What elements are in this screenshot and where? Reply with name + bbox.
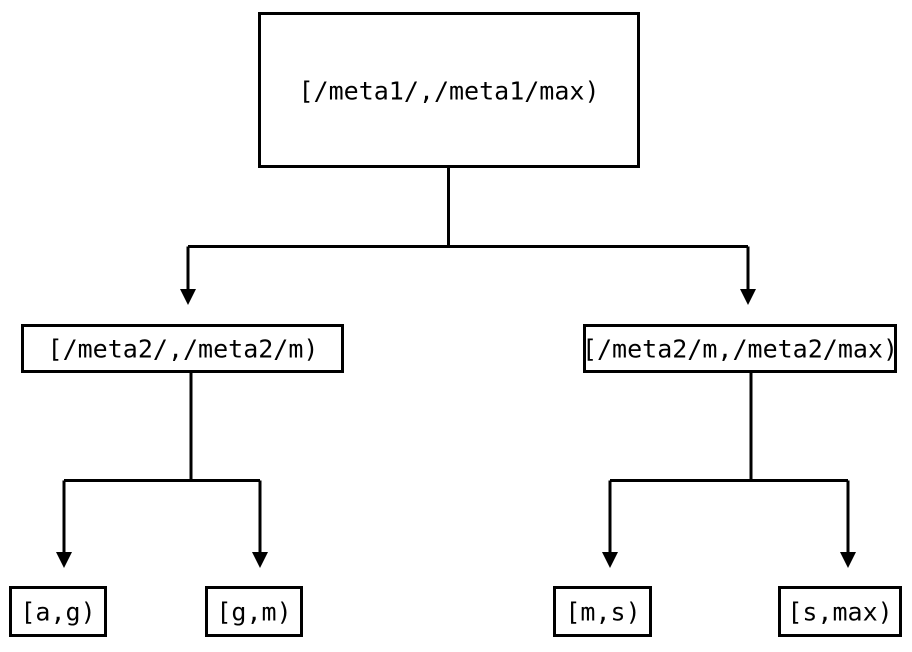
node-leaf-ag-label: [a,g) <box>20 598 95 627</box>
arrowhead-to-leaf-ag <box>56 552 72 568</box>
node-level2-left-label: [/meta2/,/meta2/m) <box>48 335 319 364</box>
node-root[interactable]: [/meta1/,/meta1/max) <box>258 12 640 168</box>
node-level2-right[interactable]: [/meta2/m,/meta2/max) <box>582 324 898 373</box>
node-leaf-gm-box[interactable] <box>205 586 303 637</box>
node-leaf-gm[interactable]: [g,m) <box>205 586 303 637</box>
arrowhead-to-leaf-gm <box>252 552 268 568</box>
arrowhead-root-to-level2-left <box>180 289 196 305</box>
arrowhead-root-to-level2-right <box>740 289 756 305</box>
arrowhead-to-leaf-ms <box>602 552 618 568</box>
node-leaf-smax-box[interactable] <box>778 586 902 637</box>
node-root-box[interactable] <box>258 12 640 168</box>
node-leaf-smax[interactable]: [s,max) <box>778 586 902 637</box>
node-root-label: [/meta1/,/meta1/max) <box>298 77 599 106</box>
node-level2-left[interactable]: [/meta2/,/meta2/m) <box>21 324 344 373</box>
node-leaf-gm-label: [g,m) <box>216 598 291 627</box>
node-level2-right-label: [/meta2/m,/meta2/max) <box>582 335 898 364</box>
node-leaf-ms[interactable]: [m,s) <box>553 586 652 637</box>
node-leaf-ms-box[interactable] <box>553 586 652 637</box>
node-leaf-smax-label: [s,max) <box>787 598 892 627</box>
node-leaf-ag-box[interactable] <box>9 586 107 637</box>
edge-level2left-to-leaves-group <box>56 373 268 568</box>
edge-level2right-to-leaves-group <box>602 373 856 568</box>
node-leaf-ag[interactable]: [a,g) <box>9 586 107 637</box>
node-leaf-ms-label: [m,s) <box>565 598 640 627</box>
node-level2-right-box[interactable] <box>583 324 897 373</box>
arrowhead-to-leaf-smax <box>840 552 856 568</box>
edge-root-to-level2-group <box>180 168 756 305</box>
node-level2-left-box[interactable] <box>21 324 344 373</box>
